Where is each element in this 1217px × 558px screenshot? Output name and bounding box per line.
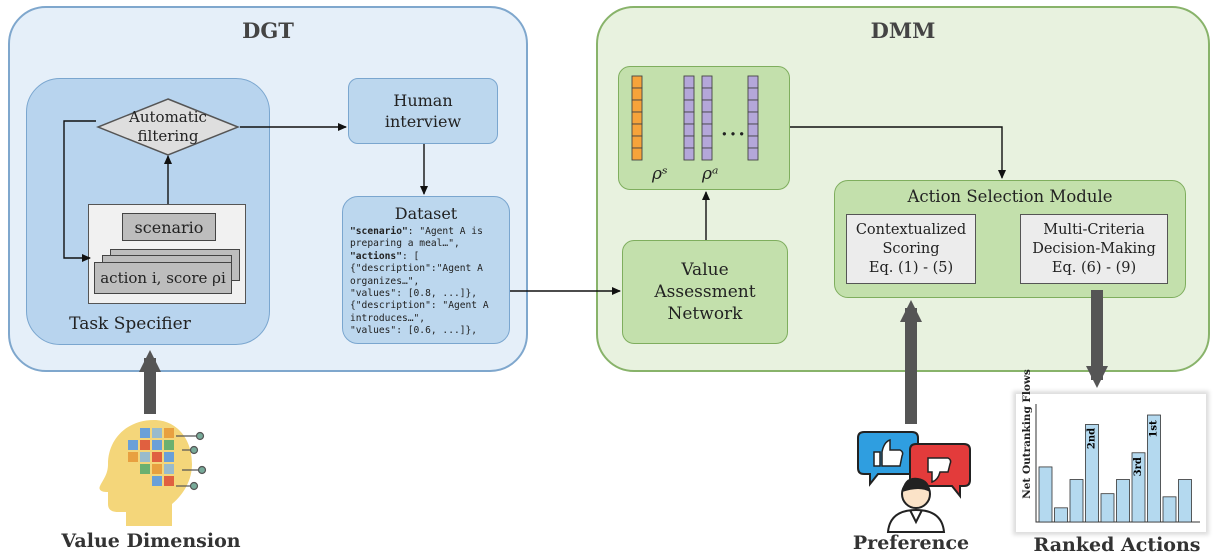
chart-rank-label: 1st <box>1149 420 1160 438</box>
automatic-filtering-label: Automatic filtering <box>120 106 216 148</box>
dataset-text: {"description":"Agent A <box>350 263 483 275</box>
cs-line-1: Contextualized <box>855 221 967 238</box>
rho-a-vector-2 <box>701 75 713 161</box>
dataset-text: : "Agent A is <box>407 226 483 237</box>
chart-rank-label: 3rd <box>1133 457 1144 476</box>
dataset-line: "values": [0.6, ...]}, <box>350 325 508 337</box>
dataset-text: "values": [0.6, ...]}, <box>350 325 478 337</box>
dataset-text: "values": [0.8, ...]}, <box>350 288 478 300</box>
scenario-box: scenario <box>122 213 216 241</box>
dataset-text: introduces…", <box>350 312 426 324</box>
dgt-title: DGT <box>242 18 294 43</box>
chart-bar <box>1054 507 1068 523</box>
action-selection-title: Action Selection Module <box>907 187 1113 206</box>
mcdm-box: Multi-Criteria Decision-Making Eq. (6) -… <box>1020 214 1168 284</box>
task-specifier-label: Task Specifier <box>69 314 191 334</box>
value-dimension-head-icon <box>99 420 207 526</box>
preference-person-icon <box>857 431 971 533</box>
rho-s-label: ρˢ <box>652 164 668 184</box>
mcdm-line-2: Decision-Making <box>1032 240 1156 257</box>
dataset-line: {"description":"Agent A <box>350 263 508 275</box>
filter-line-2: filtering <box>137 127 199 145</box>
dataset-box <box>342 196 510 344</box>
chart-bar <box>1100 493 1115 523</box>
van-line-1: Value <box>681 260 729 280</box>
chart-bar <box>1038 466 1053 523</box>
dataset-line: introduces…", <box>350 313 508 325</box>
dataset-title: Dataset <box>394 204 458 223</box>
ranked-actions-chart: 2nd 3rd 1st <box>1035 404 1200 523</box>
dataset-line: "scenario": "Agent A is <box>350 226 508 238</box>
dataset-text: preparing a meal…", <box>350 238 460 250</box>
action-score-box: action i, score ρi <box>94 262 232 294</box>
value-dimension-label: Value Dimension <box>61 530 241 552</box>
ranked-actions-label: Ranked Actions <box>1033 534 1201 556</box>
chart-bar <box>1162 496 1177 523</box>
vector-ellipsis: … <box>720 112 746 142</box>
chart-bar <box>1116 479 1130 523</box>
vectors-to-selection-arrow <box>790 126 1006 179</box>
dataset-text: : [ <box>401 250 420 262</box>
van-line-2: Assessment <box>654 282 756 302</box>
rho-a-vector-n <box>747 75 759 161</box>
cs-line-2: Scoring <box>882 240 940 257</box>
filter-loop-arrow <box>63 120 96 262</box>
dmm-title: DMM <box>870 18 936 43</box>
van-line-3: Network <box>667 304 743 324</box>
dataset-line: {"description": "Agent A <box>350 300 508 312</box>
chart-bar <box>1178 479 1192 523</box>
mcdm-line-3: Eq. (6) - (9) <box>1051 259 1137 276</box>
human-interview-line-2: interview <box>384 112 462 131</box>
rho-a-vector-1 <box>683 75 695 161</box>
mcdm-line-1: Multi-Criteria <box>1043 221 1145 238</box>
value-assessment-network-box: Value Assessment Network <box>622 240 788 344</box>
chart-rank-label: 2nd <box>1087 428 1098 449</box>
dataset-line: "actions": [ <box>350 251 508 263</box>
dataset-text: organizes…", <box>350 275 420 287</box>
dataset-line: organizes…", <box>350 276 508 288</box>
dataset-key: "actions" <box>350 250 402 262</box>
cs-line-3: Eq. (1) - (5) <box>868 259 954 276</box>
filter-line-1: Automatic <box>129 108 207 126</box>
rho-s-vector <box>631 75 643 161</box>
dataset-line: preparing a meal…", <box>350 238 508 250</box>
chart-bar <box>1069 479 1084 523</box>
preference-label: Preference <box>852 532 970 554</box>
dataset-key: "scenario" <box>350 226 408 237</box>
contextualized-scoring-box: Contextualized Scoring Eq. (1) - (5) <box>846 214 976 284</box>
human-interview-box: Human interview <box>348 78 498 144</box>
chart-bar <box>1131 452 1146 523</box>
value-vectors <box>631 75 759 161</box>
human-interview-line-1: Human <box>393 91 453 110</box>
dataset-line: "values": [0.8, ...]}, <box>350 288 508 300</box>
chart-bar <box>1085 424 1099 523</box>
chart-bar <box>1147 414 1161 523</box>
dataset-text: {"description": "Agent A <box>350 300 489 312</box>
rho-a-label: ρᵃ <box>702 164 719 184</box>
